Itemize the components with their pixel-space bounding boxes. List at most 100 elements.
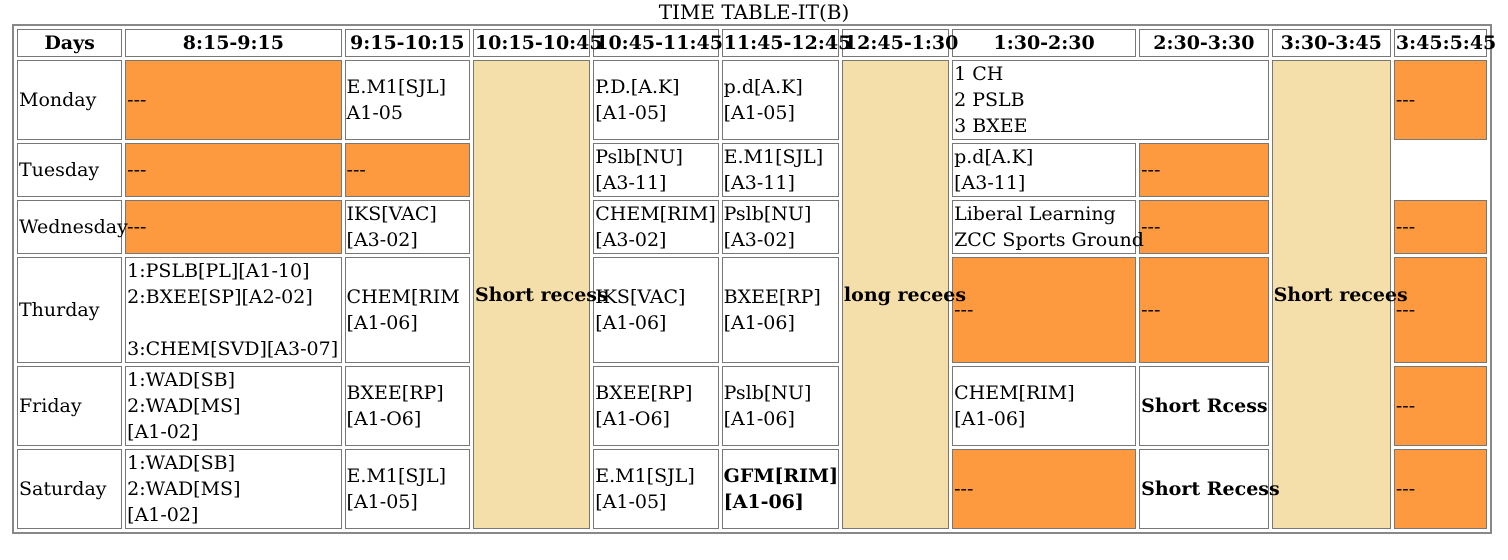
row-friday: Friday 1:WAD[SB] 2:WAD[MS] [A1-02] BXEE[… — [17, 366, 1487, 446]
slot-cell: BXEE[RP] [A1-O6] — [344, 366, 470, 446]
header-days: Days — [17, 29, 123, 57]
short-recess-cell: Short Recess — [1139, 449, 1280, 529]
timetable: Days 8:15-9:15 9:15-10:15 10:15-10:45 10… — [12, 24, 1496, 534]
slot-line: CHEM[RIM — [346, 286, 460, 308]
slot-cell: 1:WAD[SB] 2:WAD[MS] [A1-02] — [125, 449, 342, 529]
slot-line: E.M1[SJL] — [346, 76, 447, 98]
slot-line: BXEE[RP] — [723, 286, 821, 308]
slot-line — [127, 310, 339, 336]
empty-slot: --- — [125, 60, 342, 140]
slot-cell: p.d[A.K] [A1-05] — [721, 60, 839, 140]
slot-line: 2 PSLB — [954, 89, 1025, 111]
slot-line: CHEM[RIM] — [954, 382, 1075, 404]
slot-line: Pslb[NU] — [723, 382, 812, 404]
slot-line: IKS[VAC] — [595, 286, 686, 308]
row-saturday: Saturday 1:WAD[SB] 2:WAD[MS] [A1-02] E.M… — [17, 449, 1487, 529]
short-recess-cell: Short recess — [472, 60, 608, 529]
slot-cell: CHEM[RIM] [A3-02] — [593, 200, 719, 254]
short-recees-cell: Short recees — [1271, 60, 1408, 529]
short-rcess-cell: Short Rcess — [1139, 366, 1269, 446]
slot-cell: IKS[VAC] [A3-02] — [344, 200, 470, 254]
header-slot-3: 10:15-10:45 — [472, 29, 603, 57]
empty-slot: --- — [344, 143, 470, 197]
empty-slot: --- — [1139, 200, 1269, 254]
empty-slot: --- — [952, 449, 1137, 529]
slot-cell: p.d[A.K] [A3-11] — [952, 143, 1137, 197]
slot-line: [A3-11] — [954, 172, 1026, 194]
slot-cell: E.M1[SJL] [A1-05] — [593, 449, 719, 529]
slot-line: BXEE[RP] — [346, 382, 444, 404]
slot-line: [A3-02] — [346, 229, 418, 251]
slot-line: 1 CH — [954, 63, 1004, 85]
slot-cell: 1 CH 2 PSLB 3 BXEE — [952, 60, 1269, 140]
slot-line: Liberal Learning — [954, 203, 1116, 225]
header-slot-6: 12:45-1:30 — [841, 29, 958, 57]
row-thursday: Thurday 1:PSLB[PL][A1-10] 2:BXEE[SP][A2-… — [17, 257, 1487, 363]
slot-line: [A1-O6] — [346, 408, 422, 430]
slot-line: E.M1[SJL] — [723, 146, 824, 168]
day-label-saturday: Saturday — [17, 449, 123, 529]
slot-line: [A3-11] — [723, 172, 795, 194]
slot-cell: E.M1[SJL] [A3-11] — [721, 143, 839, 197]
slot-cell: P.D.[A.K] [A1-05] — [593, 60, 719, 140]
slot-cell: Pslb[NU] [A1-06] — [721, 366, 839, 446]
header-slot-2: 9:15-10:15 — [344, 29, 470, 57]
slot-line: Pslb[NU] — [723, 203, 812, 225]
empty-slot: --- — [952, 257, 1137, 363]
slot-line: 1:PSLB[PL][A1-10] — [127, 260, 310, 282]
slot-cell: Pslb[NU] [A3-11] — [593, 143, 719, 197]
day-label-friday: Friday — [17, 366, 123, 446]
slot-line: [A1-06] — [723, 491, 804, 513]
slot-line: [A1-06] — [346, 312, 418, 334]
slot-line: E.M1[SJL] — [346, 465, 447, 487]
slot-line: [A1-05] — [595, 102, 667, 124]
slot-line: [A3-11] — [595, 172, 667, 194]
empty-slot: --- — [1139, 143, 1269, 197]
empty-slot: --- — [125, 143, 342, 197]
empty-slot: --- — [125, 200, 342, 254]
slot-line: [A1-06] — [595, 312, 667, 334]
slot-line: 3 BXEE — [954, 115, 1028, 137]
slot-line: IKS[VAC] — [346, 203, 437, 225]
slot-line: 1:WAD[SB] — [127, 369, 235, 391]
long-recess-cell: long recees — [841, 60, 966, 529]
slot-cell: 1:PSLB[PL][A1-10] 2:BXEE[SP][A2-02] 3:CH… — [125, 257, 342, 363]
slot-line: A1-05 — [346, 102, 403, 124]
header-slot-1: 8:15-9:15 — [125, 29, 342, 57]
slot-line: [A1-O6] — [595, 408, 670, 430]
slot-line: [A1-06] — [954, 408, 1026, 430]
empty-slot: --- — [1393, 366, 1487, 446]
slot-cell: GFM[RIM] [A1-06] — [721, 449, 839, 529]
slot-cell: IKS[VAC] [A1-06] — [593, 257, 719, 363]
slot-line: [A3-02] — [723, 229, 795, 251]
header-slot-9: 3:30-3:45 — [1271, 29, 1391, 57]
slot-line: 2:BXEE[SP][A2-02] — [127, 286, 313, 308]
day-label-wednesday: Wednesday — [17, 200, 128, 254]
slot-line: [A1-06] — [723, 408, 795, 430]
timetable-title: TIME TABLE-IT(B) — [658, 0, 850, 24]
slot-cell: 1:WAD[SB] 2:WAD[MS] [A1-02] — [125, 366, 342, 446]
empty-slot: --- — [1393, 449, 1487, 529]
slot-line: CHEM[RIM] — [595, 203, 716, 225]
slot-cell: Pslb[NU] [A3-02] — [721, 200, 839, 254]
header-slot-5: 11:45-12:45 — [721, 29, 851, 57]
slot-cell: E.M1[SJL] [A1-05] — [344, 449, 470, 529]
slot-line: [A1-05] — [346, 491, 418, 513]
slot-line: [A1-05] — [723, 102, 795, 124]
row-wednesday: Wednesday --- IKS[VAC] [A3-02] CHEM[RIM]… — [17, 200, 1487, 254]
slot-line: GFM[RIM] — [723, 465, 839, 487]
slot-line: [A1-05] — [595, 491, 667, 513]
header-row: Days 8:15-9:15 9:15-10:15 10:15-10:45 10… — [17, 29, 1496, 57]
slot-line: [A1-06] — [723, 312, 795, 334]
slot-line: 1:WAD[SB] — [127, 452, 235, 474]
slot-line: 3:CHEM[SVD][A3-07] — [127, 338, 339, 360]
slot-cell: Liberal Learning ZCC Sports Ground — [952, 200, 1144, 254]
day-label-monday: Monday — [17, 60, 123, 140]
header-slot-10: 3:45:5:45 — [1393, 29, 1496, 57]
slot-line: p.d[A.K] — [954, 146, 1034, 168]
blank-cell — [1394, 143, 1487, 197]
slot-line: 2:WAD[MS] — [127, 478, 241, 500]
empty-slot: --- — [1139, 257, 1269, 363]
header-slot-7: 1:30-2:30 — [952, 29, 1137, 57]
slot-line: P.D.[A.K] — [595, 76, 680, 98]
